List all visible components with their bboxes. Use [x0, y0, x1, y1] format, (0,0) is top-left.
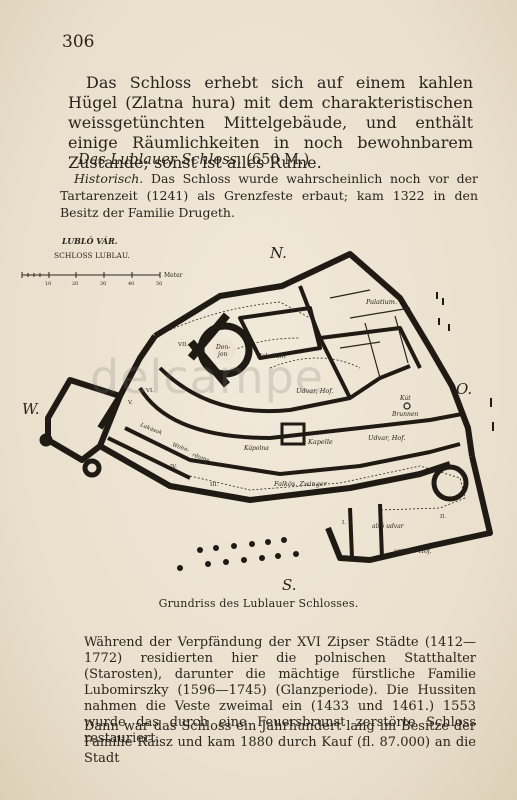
plan-title-2: SCHLOSS LUBLAU. — [54, 251, 130, 260]
compass-south: S. — [282, 576, 297, 590]
heading-title: Das Lublauer Schloss. — [78, 152, 242, 168]
label-zwinger: Falkös. Zwinger — [273, 480, 328, 488]
tree-icons — [177, 537, 299, 571]
label-palatium-top: Palatium. — [365, 298, 397, 306]
scale-tick-4: 40 — [128, 281, 134, 287]
scale-bar — [21, 272, 161, 278]
historisch-paragraph: Historisch. Das Schloss wurde wahrschein… — [60, 170, 478, 221]
castle-floor-plan: LUBLÓ VÁR. SCHLOSS LUBLAU. 10 20 30 40 5… — [20, 228, 500, 590]
label-udvar-hof-top: Udvar, Hof. — [296, 387, 334, 395]
historisch-label: Historisch. — [74, 171, 144, 186]
compass-west: W. — [22, 400, 40, 418]
history-paragraph: Während der Verpfändung der XVI Zipser S… — [84, 635, 476, 746]
label-udvar-hof-mid: Udvar, Hof. — [368, 434, 406, 442]
label-donjon-2: jon — [216, 351, 227, 358]
numeral-v: V. — [127, 400, 133, 406]
label-unterer-hof: unterer Hof. — [394, 548, 432, 555]
corner-towers — [39, 433, 469, 502]
scale-tick-3: 30 — [100, 281, 106, 287]
numeral-ii: II. — [440, 514, 446, 520]
numeral-iv: IV. — [170, 464, 177, 470]
closing-paragraph: Dann war das Schloss ein Jahrhundert lan… — [84, 719, 476, 766]
label-wohn: Wohn- — [171, 442, 190, 454]
scale-unit: Meter — [164, 272, 183, 279]
scale-tick-5: 50 — [156, 281, 162, 287]
numeral-vi: VI. — [145, 388, 154, 394]
label-kut: Kút — [399, 395, 411, 402]
well-icon — [403, 402, 411, 410]
donjon — [187, 312, 253, 388]
section-heading: Das Lublauer Schloss. (650 M.) — [78, 152, 309, 168]
scale-tick-2: 20 — [72, 281, 78, 287]
chapel — [280, 422, 306, 446]
label-kapelle: Kapelle — [307, 438, 333, 446]
heading-height: (650 M.) — [246, 152, 310, 168]
compass-north: N. — [269, 244, 287, 262]
figure-icons — [436, 292, 494, 431]
label-donjon-1: Don- — [215, 344, 230, 351]
label-also-udvar: alsó udvar — [372, 523, 405, 530]
page-number: 306 — [62, 32, 95, 52]
watermark: delcampe — [90, 350, 325, 404]
intro-paragraph: Das Schloss erhebt sich auf einem kahlen… — [68, 73, 473, 172]
palatium-rooms — [329, 289, 411, 379]
inner-walls — [107, 285, 463, 559]
label-brunnen: Brunnen — [391, 411, 418, 418]
plan-title-1: LUBLÓ VÁR. — [61, 236, 118, 246]
numeral-iii: III. — [210, 482, 219, 488]
numeral-i: I. — [342, 520, 346, 526]
scale-tick-1: 10 — [45, 281, 51, 287]
label-kapolna: Kápolna — [243, 445, 269, 452]
historisch-text: Das Schloss wurde wahrscheinlich noch vo… — [60, 171, 478, 220]
numeral-vii: VII. — [177, 342, 188, 348]
outer-walls — [45, 251, 493, 563]
figure-caption: Grundriss des Lublauer Schlosses. — [158, 597, 359, 610]
label-palatium-left: Palatium — [256, 352, 286, 360]
dotted-paths — [169, 301, 466, 511]
compass-east: O. — [456, 380, 472, 398]
